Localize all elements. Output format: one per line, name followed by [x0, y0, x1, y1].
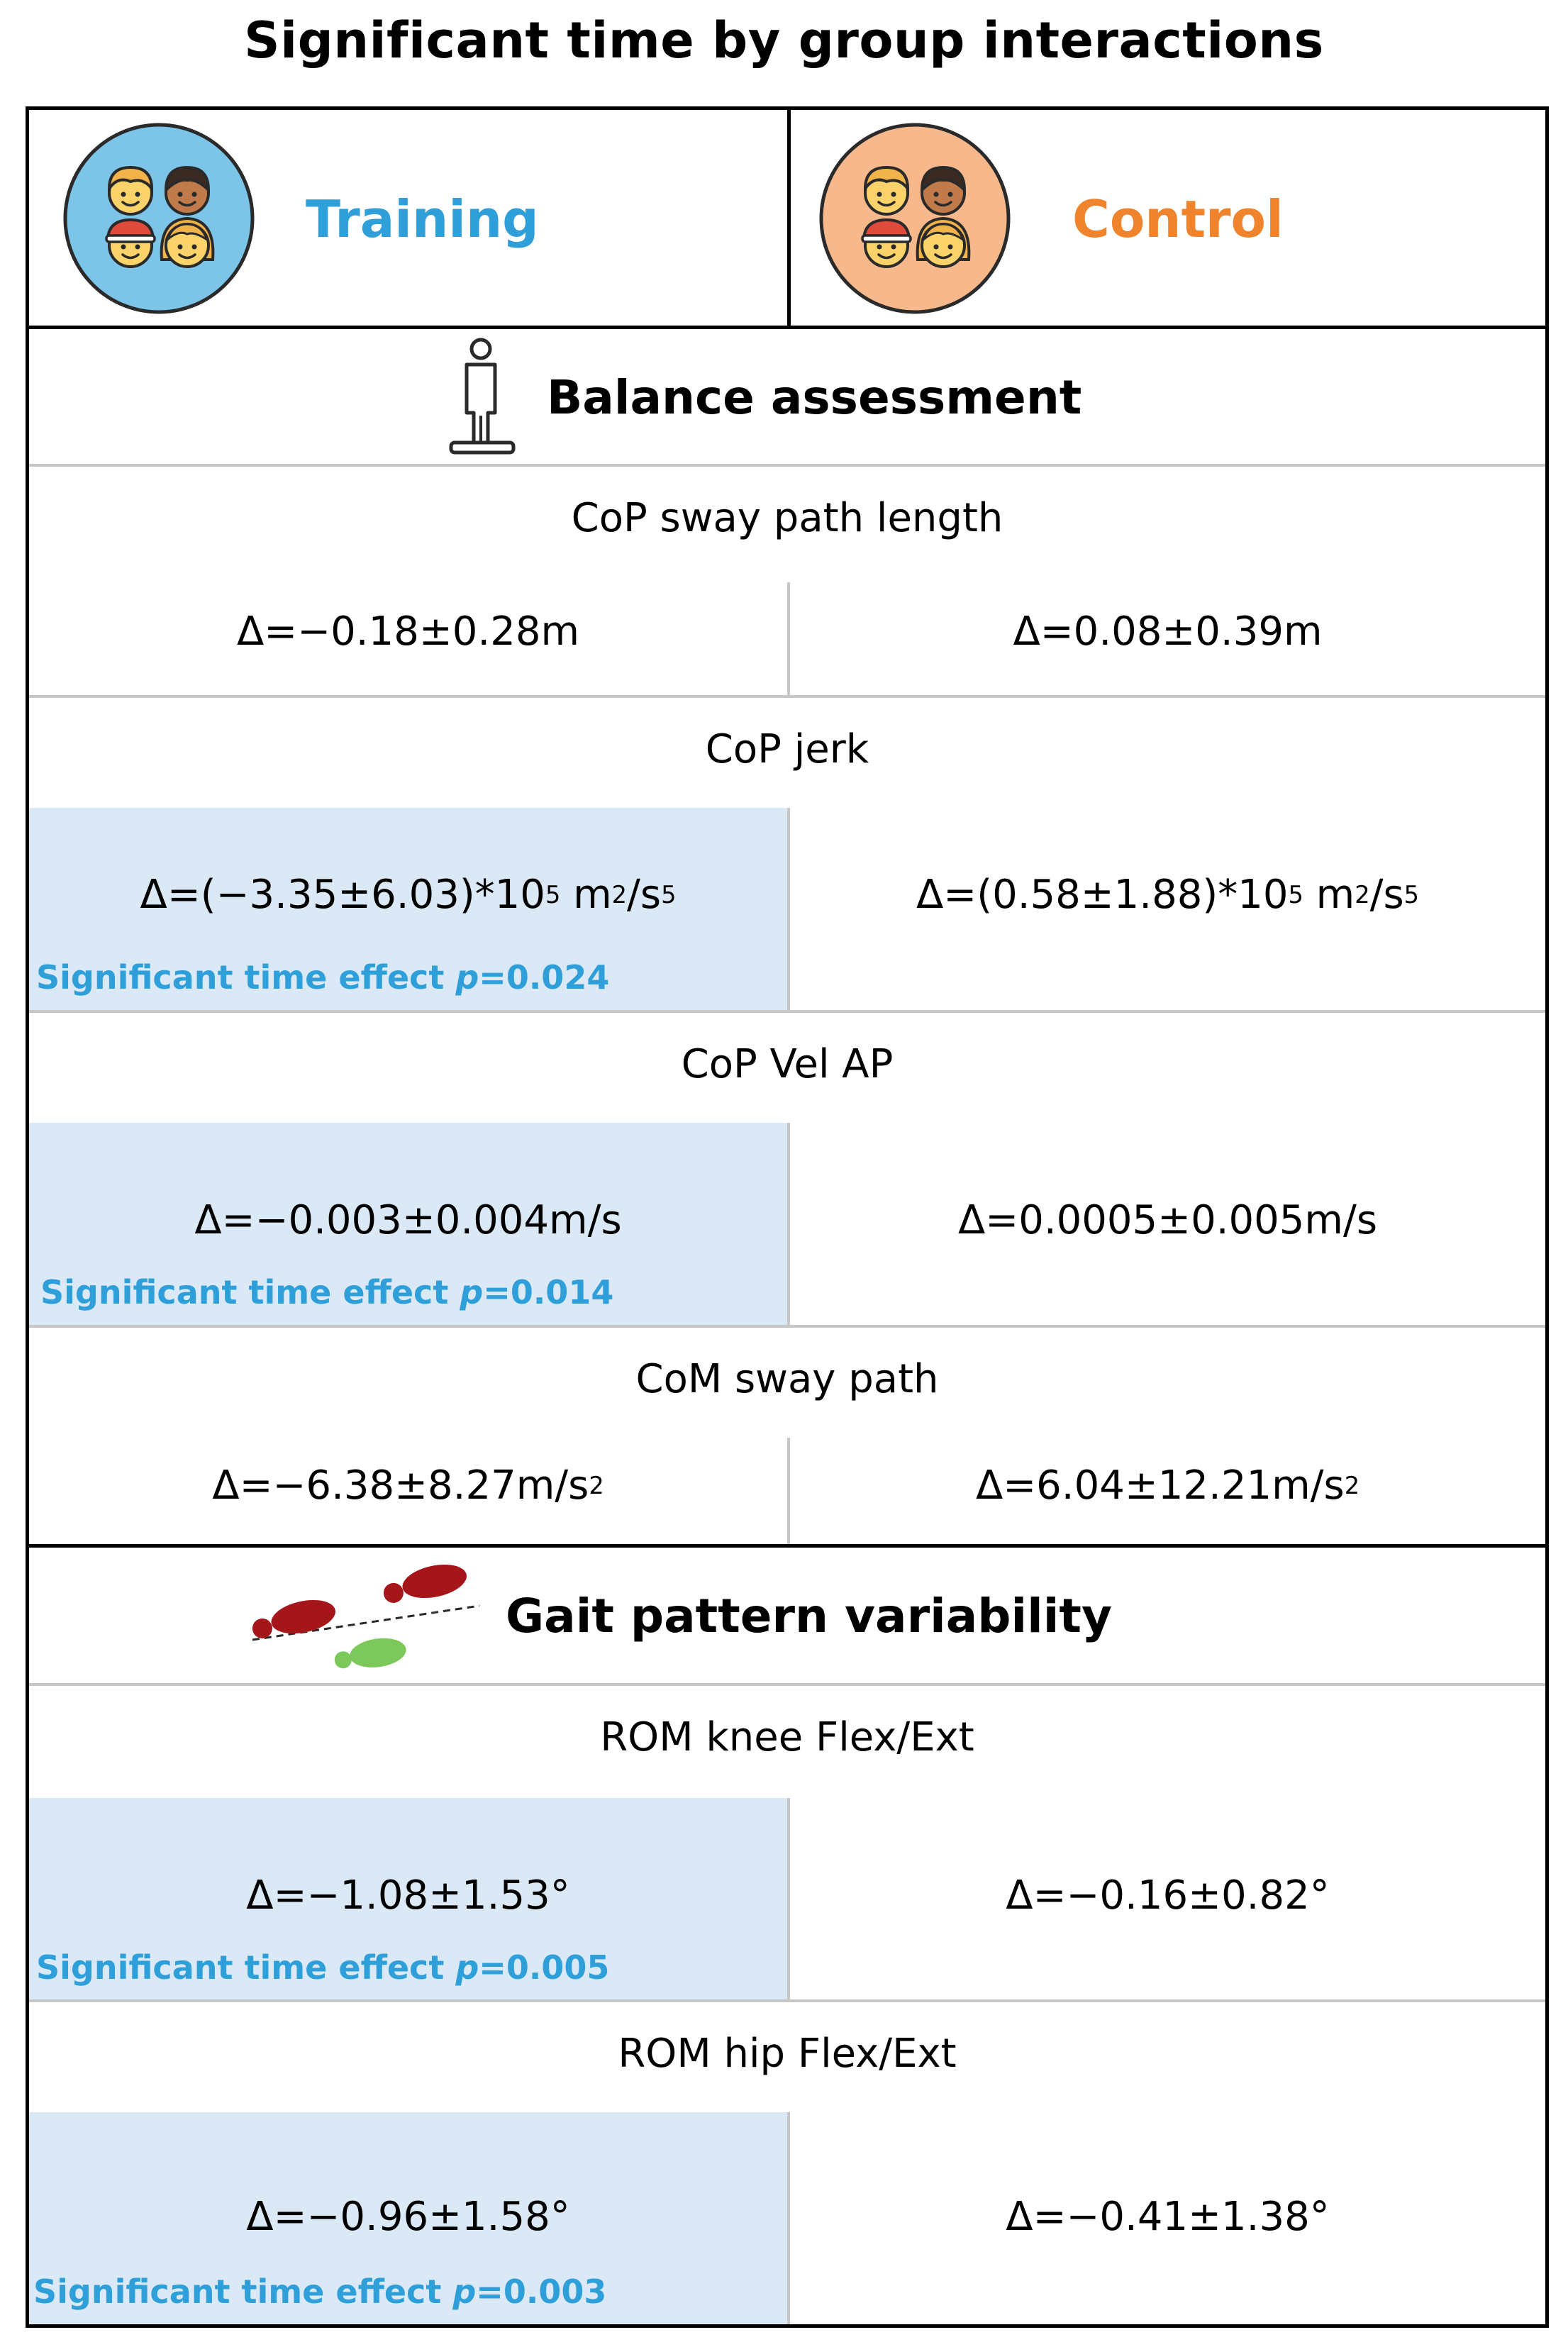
- footprints-icon: [252, 1564, 480, 1669]
- training-value: Δ=−0.18±0.28m: [237, 609, 579, 655]
- metric-values-row-rom-hip: Δ=−0.96±1.58° Δ=−0.41±1.38° Significant …: [29, 2112, 1545, 2324]
- training-value: Δ=−0.003±0.004m/s: [194, 1197, 622, 1243]
- row-separator: [29, 695, 1545, 698]
- column-divider: [787, 2112, 790, 2324]
- group-header-row: Training Control: [29, 110, 1545, 329]
- significance-note: Significant time effect p=0.005: [36, 1948, 610, 1987]
- training-avatar-circle: [63, 123, 255, 314]
- significance-note: Significant time effect p=0.003: [33, 2272, 607, 2311]
- metric-name: CoP jerk: [705, 726, 869, 772]
- training-value: Δ=−1.08±1.53°: [246, 1872, 570, 1919]
- metric-name-row-rom-knee: ROM knee Flex/Ext: [29, 1686, 1545, 1798]
- training-value: Δ=−6.38±8.27m/s2: [212, 1463, 604, 1509]
- metric-row-com-sway-path: CoM sway path Δ=−6.38±8.27m/s2 Δ=6.04±12…: [29, 1328, 1545, 1548]
- section-title-gait: Gait pattern variability: [506, 1589, 1112, 1643]
- column-divider: [787, 1798, 790, 1999]
- control-label: Control: [1072, 189, 1284, 249]
- metric-name: CoM sway path: [635, 1356, 939, 1402]
- metric-values-row-cop-vel-ap: Δ=−0.003±0.004m/s Δ=0.0005±0.005m/s Sign…: [29, 1123, 1545, 1328]
- training-value-cell: [29, 1123, 787, 1325]
- metric-name: ROM hip Flex/Ext: [618, 2031, 957, 2077]
- column-divider: [787, 110, 791, 326]
- control-value: Δ=0.08±0.39m: [1013, 609, 1323, 655]
- control-value: Δ=(0.58±1.88)*105 m2/s5: [916, 872, 1419, 918]
- training-value: Δ=(−3.35±6.03)*105 m2/s5: [140, 872, 677, 918]
- column-divider: [787, 808, 790, 1010]
- control-avatar-circle: [819, 123, 1011, 314]
- training-header-cell: Training: [29, 110, 787, 326]
- metric-name: ROM knee Flex/Ext: [600, 1714, 974, 1760]
- children-group-icon: [63, 123, 255, 314]
- metric-name-row-rom-hip: ROM hip Flex/Ext: [29, 2002, 1545, 2112]
- significance-note: Significant time effect p=0.014: [40, 1273, 614, 1311]
- children-group-icon: [819, 123, 1011, 314]
- section-header-balance: Balance assessment: [29, 329, 1545, 467]
- metric-row-cop-sway-path-length: CoP sway path length Δ=−0.18±0.28m Δ=0.0…: [29, 467, 1545, 698]
- training-value-cell: [29, 2112, 787, 2324]
- section-header-gait: Gait pattern variability: [29, 1548, 1545, 1686]
- column-divider: [787, 1438, 790, 1544]
- significance-note: Significant time effect p=0.024: [36, 958, 610, 997]
- column-divider: [787, 1123, 790, 1325]
- training-value-cell: [29, 808, 787, 1010]
- training-value: Δ=−0.96±1.58°: [246, 2194, 570, 2240]
- control-value: Δ=−0.16±0.82°: [1006, 1872, 1330, 1919]
- control-value: Δ=6.04±12.21m/s2: [975, 1463, 1360, 1509]
- results-table: Training Control Balance assessment CoP …: [26, 106, 1549, 2328]
- column-divider: [787, 582, 790, 698]
- control-header-cell: Control: [790, 110, 1545, 326]
- section-title-balance: Balance assessment: [547, 370, 1082, 425]
- page-title: Significant time by group interactions: [244, 11, 1324, 70]
- metric-values-row-cop-jerk: Δ=(−3.35±6.03)*105 m2/s5 Δ=(0.58±1.88)*1…: [29, 808, 1545, 1013]
- metric-values-row-rom-knee: Δ=−1.08±1.53° Δ=−0.16±0.82° Significant …: [29, 1798, 1545, 2002]
- metric-name-row-cop-jerk: CoP jerk: [29, 698, 1545, 808]
- metric-name: CoP sway path length: [571, 495, 1003, 541]
- control-value: Δ=−0.41±1.38°: [1006, 2194, 1330, 2240]
- person-on-balance-platform-icon: [449, 338, 516, 455]
- training-label: Training: [306, 189, 539, 249]
- metric-name-row-cop-vel-ap: CoP Vel AP: [29, 1013, 1545, 1123]
- training-value-cell: [29, 1798, 787, 1999]
- control-value: Δ=0.0005±0.005m/s: [957, 1197, 1377, 1243]
- metric-name: CoP Vel AP: [681, 1041, 894, 1087]
